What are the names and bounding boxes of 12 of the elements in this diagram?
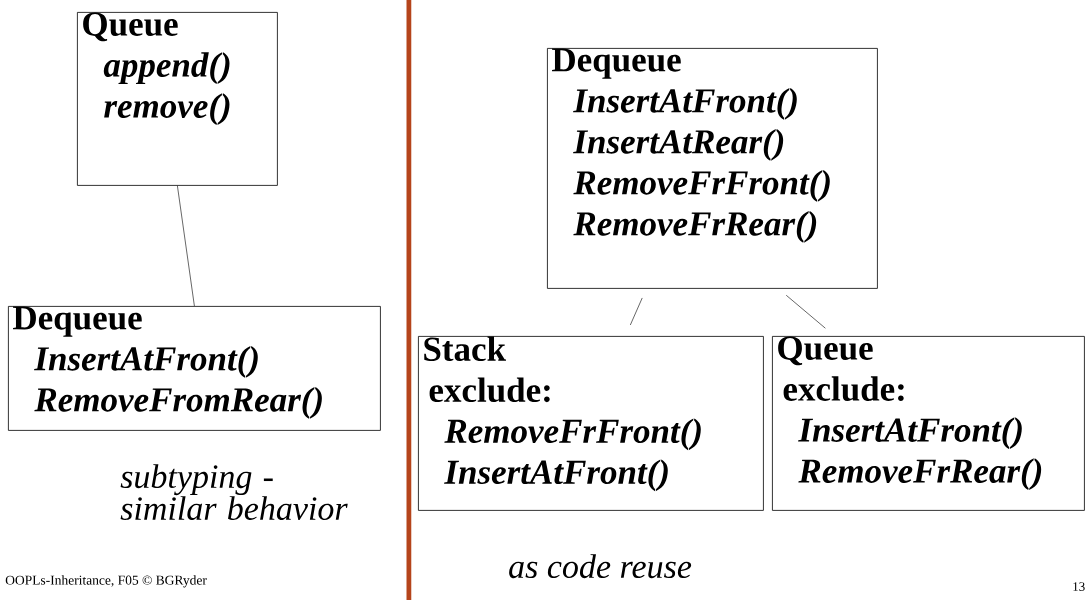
class-box: Dequeue InsertAtFront() InsertAtRear() RemoveFrFront() RemoveFrRear() [547, 48, 878, 289]
class-box: Dequeue InsertAtFront() RemoveFromRear() [8, 306, 381, 431]
connector-line [630, 297, 643, 326]
class-box: Stack exclude: RemoveFrFront() InsertAtFront() [418, 336, 764, 511]
footer-text: OOPLs-Inheritance, F05 © BGRyder [5, 575, 207, 588]
connector-line [785, 294, 826, 329]
class-box: Queue append() remove() [77, 12, 278, 186]
class-box: Queue exclude: InsertAtFront() RemoveFrRear() [772, 336, 1085, 511]
caption: as code reuse [509, 554, 692, 579]
page-number: 13 [1073, 582, 1085, 591]
caption: subtyping - similar behavior [120, 464, 348, 521]
connector-line [177, 185, 195, 307]
